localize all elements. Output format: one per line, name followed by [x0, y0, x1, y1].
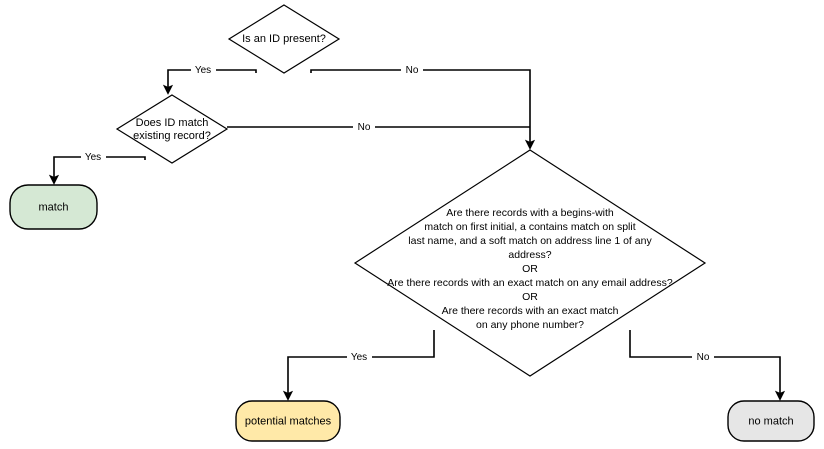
edge-label-yes-fuzzy: Yes [351, 352, 367, 363]
edge-label-bg [353, 120, 375, 133]
decision-node-text-line-8: Are there records with an exact match [442, 305, 619, 317]
edge-label-bg [81, 150, 106, 163]
edge-label-bg [347, 350, 372, 363]
edge-label-no-fuzzy: No [697, 352, 710, 363]
decision-node-text-line-3: last name, and a soft match on address l… [408, 235, 652, 247]
decision-node-text-line-1: Are there records with a begins-with [446, 207, 614, 219]
decision-node-does-id-match[interactable]: Does ID match existing record? [115, 94, 229, 164]
decision-node-text-line-2: match on first initial, a contains match… [424, 221, 635, 233]
decision-node-text-line-4: address? [508, 249, 551, 261]
terminal-node-label: no match [748, 415, 793, 427]
terminal-shape [235, 400, 341, 442]
edge-id-match-no: No [227, 120, 530, 133]
decision-node-label: Is an ID present? [242, 33, 326, 45]
edge-label-bg [401, 63, 423, 76]
decision-node-text-line-9: on any phone number? [476, 319, 584, 331]
edge-label-bg [191, 63, 216, 76]
terminal-node-potential-matches[interactable]: potential matches [235, 400, 341, 442]
edge-label-no-id-present: No [406, 65, 419, 76]
edge-fuzzy-yes: Yes [282, 330, 435, 401]
terminal-node-match[interactable]: match [9, 184, 98, 230]
terminal-node-no-match[interactable]: no match [727, 400, 815, 442]
decision-node-label-line2: existing record? [133, 130, 211, 142]
terminal-node-label: potential matches [245, 415, 332, 427]
decision-node-is-id-present[interactable]: Is an ID present? [227, 4, 341, 74]
diamond-shape [227, 4, 341, 74]
edge-label-no-id-match: No [358, 122, 371, 133]
decision-node-text-line-6: Are there records with an exact match on… [387, 277, 673, 289]
decision-node-fuzzy-match[interactable]: Are there records with a begins-with mat… [353, 149, 707, 377]
edge-label-bg [692, 350, 714, 363]
decision-node-text-line-5: OR [522, 263, 538, 275]
edge-id-present-yes: Yes [162, 63, 257, 95]
edge-id-present-no: No [310, 63, 536, 150]
terminal-node-label: match [39, 201, 69, 213]
decision-node-text-line-7: OR [522, 291, 538, 303]
edge-id-match-yes: Yes [48, 150, 146, 185]
terminal-shape [9, 184, 98, 230]
diamond-shape [353, 149, 707, 377]
edge-label-yes-id-match: Yes [85, 152, 101, 163]
terminal-shape [727, 400, 815, 442]
decision-node-label-line1: Does ID match [136, 117, 209, 129]
diamond-shape [115, 94, 229, 164]
edge-label-yes-id-present: Yes [195, 65, 211, 76]
edge-fuzzy-no: No [629, 330, 786, 401]
